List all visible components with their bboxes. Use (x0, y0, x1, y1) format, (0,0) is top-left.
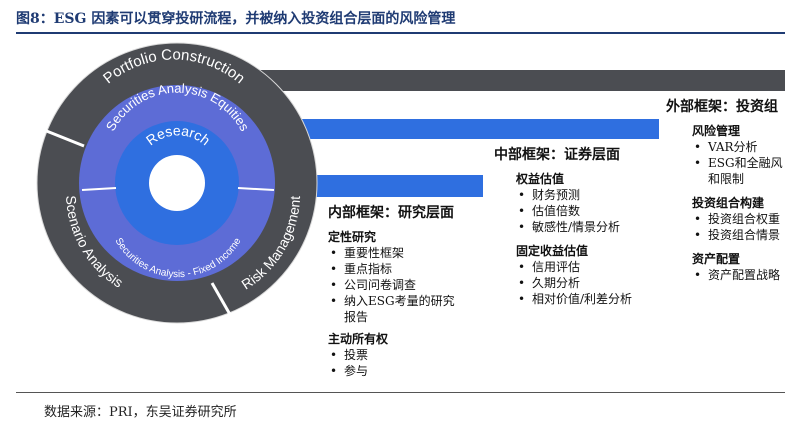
active-ownership-heading: 主动所有权 (328, 332, 389, 346)
outer-ring-edge (36, 42, 318, 324)
list-item-continuation: 和限制 (708, 172, 745, 186)
list-item: 信用评估 (516, 259, 632, 275)
portfolio-construction-heading: 投资组合构建 (692, 196, 765, 210)
list-item: 重要性框架 (328, 245, 455, 261)
list-item: 公司问卷调查 (328, 277, 455, 293)
middle-framework-panel: 中部框架：证券层面 权益估值 财务预测 估值倍数 敏感性/情景分析 固定收益估值… (494, 147, 632, 307)
list-item-continuation: 报告 (344, 310, 369, 324)
asset-allocation-list: 资产配置战略 (692, 267, 783, 283)
active-ownership-list: 投票 参与 (328, 347, 455, 379)
outer-separator-left (43, 128, 85, 148)
qualitative-research-heading: 定性研究 (328, 230, 377, 244)
fixed-income-valuation-list: 信用评估 久期分析 相对价值/利差分析 (516, 259, 632, 307)
list-item: 财务预测 (516, 187, 632, 203)
list-item: 相对价值/利差分析 (516, 291, 632, 307)
equity-valuation-list: 财务预测 估值倍数 敏感性/情景分析 (516, 187, 632, 235)
list-item: 重点指标 (328, 261, 455, 277)
research-ring-diagram: Portfolio Construction Scenario Analysis… (36, 42, 785, 324)
list-item-text: 纳入ESG考量的研究 (344, 294, 455, 308)
list-item: 投资组合权重 (692, 211, 783, 227)
list-item: 参与 (328, 363, 455, 379)
ring-center (149, 155, 205, 211)
list-item: 估值倍数 (516, 203, 632, 219)
list-item: 久期分析 (516, 275, 632, 291)
asset-allocation-heading: 资产配置 (692, 252, 741, 266)
list-item: 资产配置战略 (692, 267, 783, 283)
list-item: 敏感性/情景分析 (516, 219, 632, 235)
risk-management-heading: 风险管理 (692, 124, 741, 138)
list-item: VAR分析 (692, 139, 783, 155)
middle-framework-title: 中部框架：证券层面 (494, 147, 620, 163)
list-item: 投资组合情景 (692, 227, 783, 243)
inner-framework-title: 内部框架：研究层面 (328, 205, 454, 221)
fixed-income-valuation-heading: 固定收益估值 (516, 244, 589, 258)
figure-title: 图8：ESG 因素可以贯穿投研流程，并被纳入投资组合层面的风险管理 (16, 11, 456, 27)
middle-separator-right (237, 187, 275, 191)
outer-separator-right (210, 282, 234, 319)
portfolio-construction-list: 投资组合权重 投资组合情景 (692, 211, 783, 243)
middle-separator-left (81, 187, 117, 191)
inner-framework-panel: 内部框架：研究层面 定性研究 重要性框架 重点指标 公司问卷调查 纳入ESG考量… (328, 205, 455, 379)
portfolio-bar (175, 70, 785, 91)
list-item-text: ESG和全融风 (708, 156, 783, 170)
outer-framework-title: 外部框架：投资组 (666, 99, 778, 115)
equity-valuation-heading: 权益估值 (516, 172, 565, 186)
figure-source: 数据来源：PRI，东吴证券研究所 (44, 405, 237, 420)
bottom-rule (16, 392, 785, 393)
list-item: 投票 (328, 347, 455, 363)
top-rule (16, 32, 785, 34)
